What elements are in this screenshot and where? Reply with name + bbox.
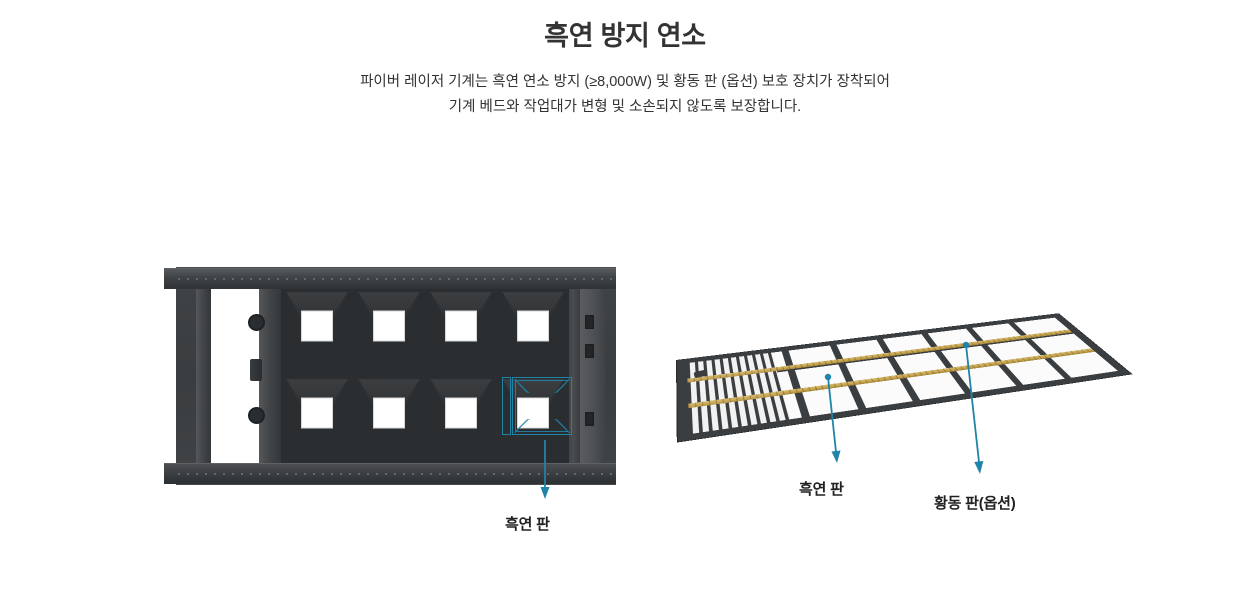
slat-grid-illustration [677, 292, 1132, 447]
machine-bed-knob-bottom [248, 407, 265, 424]
hopper-mouth [517, 310, 549, 342]
page-description-line-1: 파이버 레이저 기계는 흑연 연소 방지 (≥8,000W) 및 황동 판 (옵… [360, 73, 890, 90]
machine-bed-slot-1 [585, 315, 594, 329]
page-title: 흑연 방지 연소 [544, 21, 706, 51]
machine-bed-rail-outer-right [580, 281, 606, 471]
machine-bed-slot-2 [585, 344, 594, 358]
hopper-cell [281, 289, 353, 376]
hopper-cell [353, 289, 425, 376]
page-description-line-2: 기계 베드와 작업대가 변형 및 소손되지 않도록 보장합니다. [448, 99, 802, 116]
machine-bed-beam-top [164, 268, 616, 289]
hopper-mouth [301, 310, 333, 342]
hopper-mouth [373, 397, 405, 429]
machine-bed-rail-outer-left [196, 285, 211, 467]
machine-bed-slot-3 [585, 412, 594, 426]
leader-arrowhead-brass [974, 461, 984, 474]
header-section: 흑연 방지 연소 파이버 레이저 기계는 흑연 연소 방지 (≥8,000W) … [0, 0, 1250, 121]
hopper-mouth [373, 310, 405, 342]
graphite-plate-highlight-side [502, 377, 511, 435]
page-description: 파이버 레이저 기계는 흑연 연소 방지 (≥8,000W) 및 황동 판 (옵… [0, 54, 1250, 121]
leader-arrowhead-graphite-left [540, 487, 550, 499]
hopper-cell [425, 376, 497, 463]
hopper-cell [425, 289, 497, 376]
machine-bed-beam-bottom [164, 463, 616, 484]
hopper-cell [497, 289, 569, 376]
callout-label-graphite-plate-right: 흑연 판 [799, 481, 844, 498]
machine-bed-rail-inner-left [259, 285, 281, 467]
leader-arrowhead-graphite-right [831, 450, 841, 463]
hopper-cell [353, 376, 425, 463]
hopper-mouth [445, 310, 477, 342]
graphite-plate-highlight-box [512, 377, 572, 435]
hopper-mouth [445, 397, 477, 429]
hopper-mouth [301, 397, 333, 429]
hopper-cell [281, 376, 353, 463]
callout-label-brass-plate-option: 황동 판(옵션) [934, 495, 1016, 512]
callout-label-graphite-plate-left: 흑연 판 [505, 516, 550, 533]
machine-bed-knob-top [248, 314, 265, 331]
machine-bed-rail-inner-right [566, 285, 580, 467]
slat-grid-plane [677, 313, 1132, 442]
machine-bed-clamp [250, 359, 262, 381]
machine-bed-hopper-grid [281, 289, 569, 463]
machine-bed-illustration [164, 267, 616, 485]
